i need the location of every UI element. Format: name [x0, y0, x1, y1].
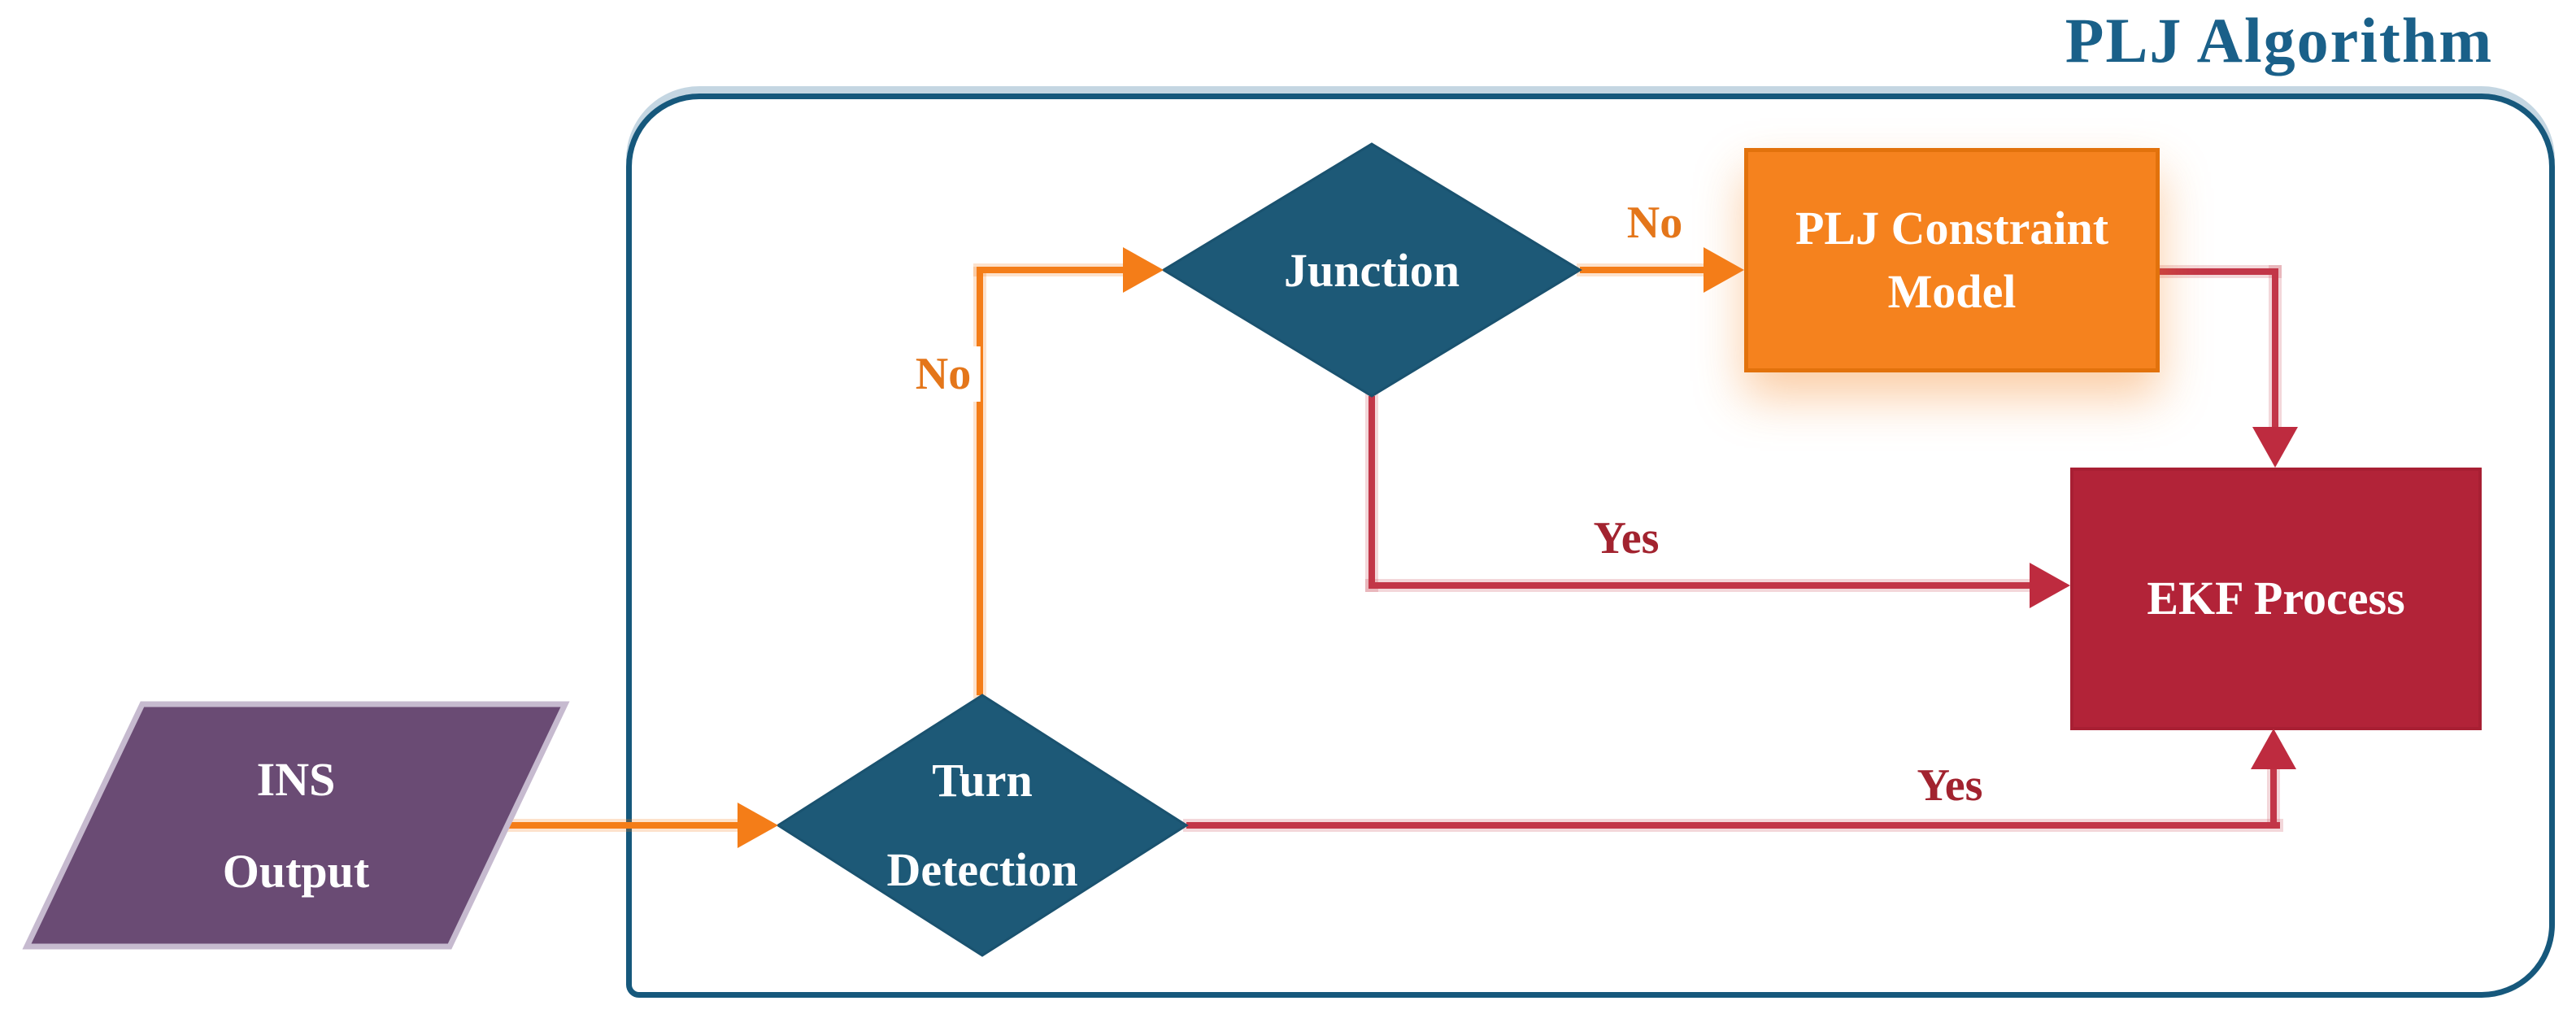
plj-constraint-model-box: PLJ Constraint Model — [1744, 148, 2160, 372]
connector-junction-yes-horizontal — [1368, 582, 2030, 589]
arrowhead-turn-to-junction-icon — [1123, 247, 1164, 293]
edge-label-turn-yes: Yes — [1907, 758, 1993, 813]
connector-ins-to-turn — [507, 822, 738, 829]
arrowhead-junction-to-plj-icon — [1704, 247, 1744, 293]
ekf-process-label: EKF Process — [2147, 572, 2405, 625]
diagram-title: PLJ Algorithm — [2065, 5, 2494, 76]
arrowhead-junction-to-ekf-icon — [2030, 563, 2070, 608]
arrowhead-turn-to-ekf-icon — [2251, 729, 2296, 769]
edge-label-junction-yes: Yes — [1583, 511, 1669, 566]
connector-plj-out-horizontal — [2160, 268, 2278, 275]
edge-label-turn-no: No — [905, 346, 981, 402]
plj-algorithm-frame — [626, 94, 2555, 998]
connector-junction-yes-vertical — [1368, 396, 1375, 589]
arrowhead-ins-to-turn-icon — [738, 803, 778, 848]
junction-diamond — [1161, 142, 1582, 398]
connector-junction-to-plj — [1580, 267, 1704, 273]
connector-plj-out-vertical — [2272, 268, 2278, 427]
turn-detection-diamond — [776, 694, 1189, 957]
ekf-process-box: EKF Process — [2070, 468, 2482, 730]
connector-turn-no-vertical — [977, 270, 983, 695]
ins-output-parallelogram — [22, 701, 570, 950]
connector-turn-no-horizontal — [977, 267, 1123, 273]
plj-constraint-model-label-line2: Model — [1887, 265, 2017, 318]
plj-constraint-model-label-line1: PLJ Constraint — [1795, 201, 2109, 255]
edge-label-junction-no: No — [1617, 195, 1693, 250]
connector-turn-yes-vertical — [2270, 768, 2277, 825]
connector-turn-yes-horizontal — [1186, 822, 2280, 829]
arrowhead-plj-to-ekf-icon — [2252, 427, 2298, 468]
